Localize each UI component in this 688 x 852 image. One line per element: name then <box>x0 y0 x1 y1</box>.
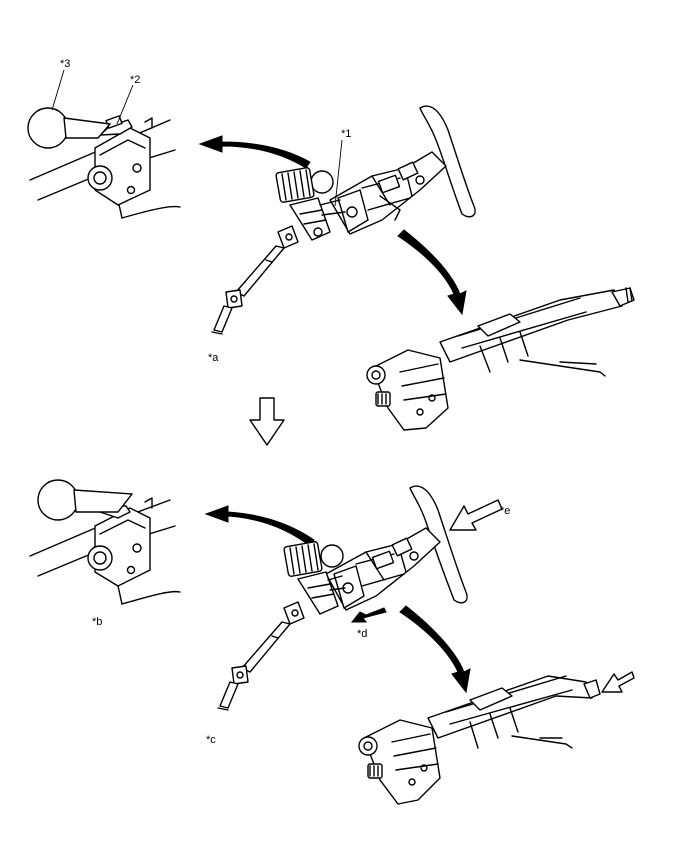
curved-arrow-icon <box>397 229 467 316</box>
top-left-bracket-detail <box>29 115 181 219</box>
hollow-arrow-icon <box>449 499 503 531</box>
callout-c: *c <box>206 734 216 746</box>
leader-c1 <box>334 139 343 207</box>
callout-a: *a <box>208 352 219 364</box>
hollow-arrow-icon <box>601 671 635 693</box>
callout-e: *e <box>500 505 511 517</box>
callout-c2: *2 <box>130 74 141 86</box>
callout-c3: *3 <box>60 58 71 70</box>
down-hollow-arrow-icon <box>249 397 285 446</box>
curved-arrow-icon <box>204 505 315 547</box>
callout-b: *b <box>92 616 103 628</box>
callout-d: *d <box>357 628 368 640</box>
bottom-steering-assembly <box>217 485 468 711</box>
leader-c2 <box>116 84 134 125</box>
leader-c3 <box>51 69 65 111</box>
curved-arrow-icon <box>198 135 311 169</box>
push-arrow-icon <box>350 607 387 623</box>
round-knob-top <box>27 107 111 149</box>
round-knob-bottom <box>37 479 133 521</box>
curved-arrow-icon <box>399 605 471 694</box>
callout-c1: *1 <box>341 128 352 140</box>
bottom-column-detail <box>358 675 601 805</box>
top-column-detail <box>366 287 635 431</box>
top-steering-assembly <box>211 105 476 335</box>
